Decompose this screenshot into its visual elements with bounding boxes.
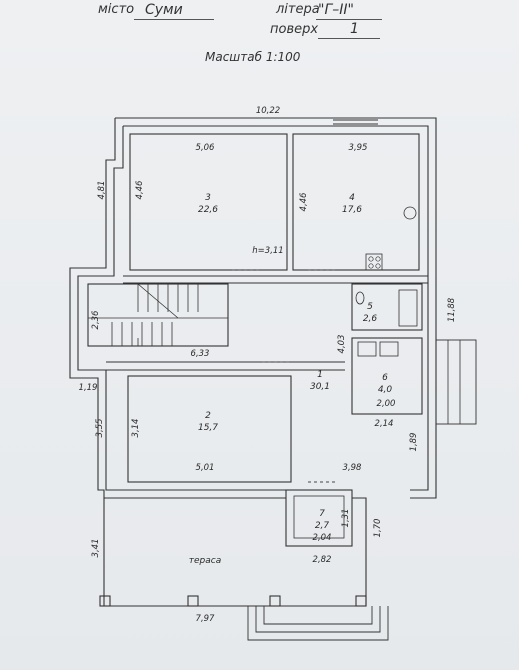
dim-right-step: 1,70 xyxy=(373,519,383,538)
dim-hall-height: 4,03 xyxy=(337,335,347,354)
room-3-area: 22,6 xyxy=(198,205,218,215)
dim-room6-right: 2,14 xyxy=(375,419,394,429)
room-6-number: 6 xyxy=(382,373,388,383)
room-4-number: 4 xyxy=(349,193,355,203)
dim-left-outer-top: 4,81 xyxy=(97,181,107,200)
dim-room6-width: 2,00 xyxy=(377,399,396,409)
dim-right-lower: 1,89 xyxy=(409,433,419,452)
dim-terrace-right: 2,82 xyxy=(313,555,332,565)
city-underline xyxy=(134,19,214,20)
floor-value: 1 xyxy=(350,21,359,37)
terrace-label: тераса xyxy=(189,556,221,566)
dim-room2-width: 5,01 xyxy=(196,463,215,473)
room-3-number: 3 xyxy=(205,193,211,203)
room-7-area: 2,7 xyxy=(315,521,330,531)
room-7-number: 7 xyxy=(319,509,325,519)
scale-label: Масштаб 1:100 xyxy=(205,50,301,64)
room-4-outline xyxy=(292,133,420,271)
room-5-area: 2,6 xyxy=(363,314,378,324)
room-1-area: 30,1 xyxy=(310,382,330,392)
room-7-outline xyxy=(285,489,353,547)
dim-lower-right: 3,98 xyxy=(343,463,363,473)
dim-room2-height: 3,14 xyxy=(131,419,141,438)
room-6-area: 4,0 xyxy=(378,385,393,395)
litera-underline xyxy=(316,19,382,20)
dim-room3-height: 4,46 xyxy=(135,180,145,200)
dim-room4-width: 3,95 xyxy=(349,143,368,153)
litera-value: "Г–ІІ" xyxy=(318,2,354,18)
dim-stair-height: 2,36 xyxy=(91,310,101,330)
room-5-outline xyxy=(351,283,423,331)
dim-hall-width: 6,33 xyxy=(191,349,210,359)
floor-label: поверх xyxy=(270,22,319,37)
dim-right-outer: 11,88 xyxy=(447,297,457,322)
room-2-number: 2 xyxy=(205,411,211,421)
city-label: місто xyxy=(98,2,135,17)
room-2-outline xyxy=(127,375,292,483)
dim-left-step: 1,19 xyxy=(79,383,98,393)
room-1-number: 1 xyxy=(317,370,323,380)
city-value: Суми xyxy=(145,2,183,18)
dim-room2-outer: 3,55 xyxy=(95,419,105,438)
dim-room3-width: 5,06 xyxy=(196,143,216,153)
ceiling-height-label: h=3,11 xyxy=(252,246,283,256)
room-2-area: 15,7 xyxy=(198,423,218,433)
room-6-outline xyxy=(351,337,423,415)
floor-underline xyxy=(318,38,380,39)
litera-label: літера xyxy=(276,2,320,17)
dim-vest-width: 2,04 xyxy=(313,533,332,543)
stair-treads xyxy=(88,283,228,346)
room-3-outline xyxy=(129,133,288,271)
inner-wall-line xyxy=(123,125,429,491)
room-4-area: 17,6 xyxy=(342,205,362,215)
dim-terrace-width: 7,97 xyxy=(196,614,216,624)
dim-room4-height: 4,46 xyxy=(299,192,309,212)
outer-wall-line xyxy=(115,117,437,499)
dim-vest-height: 1,31 xyxy=(341,509,351,528)
dim-terrace-height: 3,41 xyxy=(91,539,101,558)
dim-top-total: 10,22 xyxy=(256,106,280,116)
room-5-number: 5 xyxy=(367,302,373,312)
